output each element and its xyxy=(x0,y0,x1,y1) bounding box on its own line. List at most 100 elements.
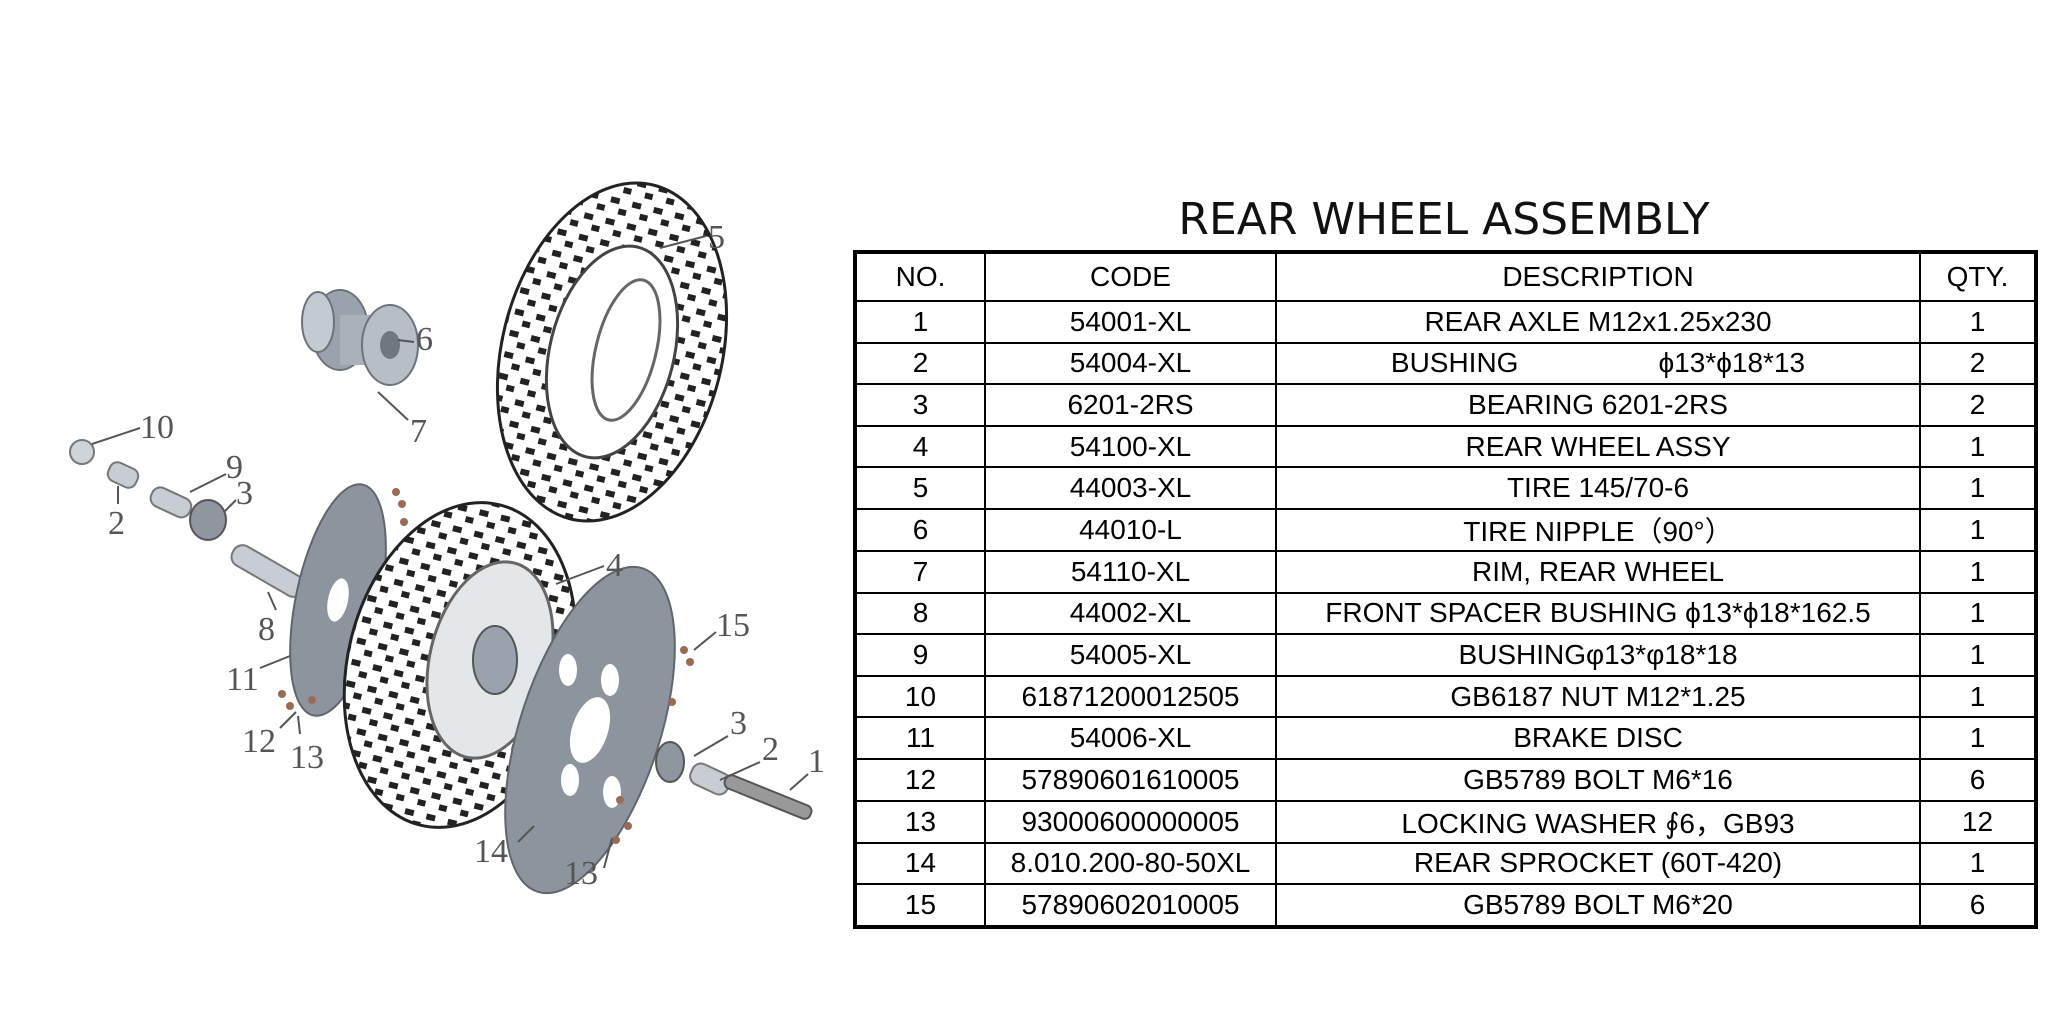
cell-qty: 12 xyxy=(1919,799,2037,844)
callout-4: 4 xyxy=(606,547,623,584)
cell-code: 6201-2RS xyxy=(984,383,1277,427)
cell-code: 54110-XL xyxy=(984,549,1277,594)
callout-12: 12 xyxy=(242,723,276,760)
cell-qty: 6 xyxy=(1919,757,2037,802)
exploded-parts-diagram: 5 6 7 10 9 3 2 8 11 4 12 13 15 3 2 1 14 … xyxy=(69,181,825,895)
sprocket-part xyxy=(504,565,676,895)
callout-9: 9 xyxy=(226,449,243,486)
header-description: DESCRIPTION xyxy=(1275,251,1921,302)
cell-code: 54005-XL xyxy=(984,633,1277,677)
cell-no: 8 xyxy=(854,591,986,636)
callout-6: 6 xyxy=(416,321,433,358)
cell-no: 11 xyxy=(854,716,986,760)
callout-7: 7 xyxy=(410,413,427,450)
cell-description: REAR WHEEL ASSY xyxy=(1275,424,1921,469)
cell-no: 15 xyxy=(854,883,986,928)
callout-15: 15 xyxy=(716,607,750,644)
cell-code: 44010-L xyxy=(984,507,1277,552)
cell-description: GB6187 NUT M12*1.25 xyxy=(1275,674,1921,719)
callout-13: 13 xyxy=(290,739,324,776)
cell-qty: 1 xyxy=(1919,424,2037,469)
cell-qty: 1 xyxy=(1919,507,2037,552)
cell-description: BEARING 6201-2RS xyxy=(1275,383,1921,427)
cell-qty: 6 xyxy=(1919,883,2037,928)
cell-qty: 1 xyxy=(1919,674,2037,719)
cell-no: 1 xyxy=(854,300,986,344)
cell-code: 8.010.200-80-50XL xyxy=(984,841,1277,886)
cell-description: REAR AXLE M12x1.25x230 xyxy=(1275,300,1921,344)
cell-code: 54006-XL xyxy=(984,716,1277,760)
cell-no: 2 xyxy=(854,341,986,386)
cell-description: TIRE 145/70-6 xyxy=(1275,466,1921,510)
cell-code: 54004-XL xyxy=(984,341,1277,386)
cell-qty: 1 xyxy=(1919,300,2037,344)
cell-description: RIM, REAR WHEEL xyxy=(1275,549,1921,594)
cell-description: GB5789 BOLT M6*16 xyxy=(1275,757,1921,802)
cell-qty: 1 xyxy=(1919,549,2037,594)
callout-8: 8 xyxy=(258,611,275,648)
cell-code: 57890601610005 xyxy=(984,757,1277,802)
cell-description: BUSHING ϕ13*ϕ18*13 xyxy=(1275,341,1921,386)
axle-right-parts xyxy=(655,741,813,820)
header-code: CODE xyxy=(984,251,1277,302)
cell-no: 6 xyxy=(854,507,986,552)
cell-no: 14 xyxy=(854,841,986,886)
bolts-washers xyxy=(278,488,694,844)
leader-lines xyxy=(91,235,809,869)
cell-no: 9 xyxy=(854,633,986,677)
callout-2b: 2 xyxy=(762,731,779,768)
cell-no: 10 xyxy=(854,674,986,719)
cell-description: LOCKING WASHER ∮6，GB93 xyxy=(1275,799,1921,844)
cell-code: 54100-XL xyxy=(984,424,1277,469)
callout-2: 2 xyxy=(108,505,125,542)
cell-description: BUSHINGφ13*φ18*18 xyxy=(1275,633,1921,677)
callout-10: 10 xyxy=(140,409,174,446)
header-no: NO. xyxy=(854,251,986,302)
header-qty: QTY. xyxy=(1919,251,2037,302)
cell-qty: 1 xyxy=(1919,466,2037,510)
cell-no: 13 xyxy=(854,799,986,844)
cell-code: 57890602010005 xyxy=(984,883,1277,928)
cell-description: BRAKE DISC xyxy=(1275,716,1921,760)
rim-part xyxy=(301,289,419,386)
callout-3: 3 xyxy=(236,475,253,512)
cell-code: 93000600000005 xyxy=(984,799,1277,844)
callout-14: 14 xyxy=(474,833,508,870)
cell-qty: 2 xyxy=(1919,383,2037,427)
cell-no: 3 xyxy=(854,383,986,427)
cell-no: 4 xyxy=(854,424,986,469)
cell-no: 12 xyxy=(854,757,986,802)
cell-code: 44002-XL xyxy=(984,591,1277,636)
cell-description: TIRE NIPPLE（90°） xyxy=(1275,507,1921,552)
cell-no: 5 xyxy=(854,466,986,510)
cell-code: 61871200012505 xyxy=(984,674,1277,719)
table-header-row: NO. CODE DESCRIPTION QTY. xyxy=(854,251,2037,302)
cell-qty: 1 xyxy=(1919,591,2037,636)
tire-part xyxy=(495,181,729,523)
callout-3b: 3 xyxy=(730,705,747,742)
callout-5: 5 xyxy=(708,219,725,256)
callout-11: 11 xyxy=(226,661,259,698)
cell-qty: 1 xyxy=(1919,716,2037,760)
assembly-title: REAR WHEEL ASSEMBLY xyxy=(1178,194,1710,245)
cell-code: 54001-XL xyxy=(984,300,1277,344)
cell-qty: 2 xyxy=(1919,341,2037,386)
callout-13b: 13 xyxy=(564,855,598,892)
axle-small-parts xyxy=(69,439,306,598)
cell-qty: 1 xyxy=(1919,841,2037,886)
